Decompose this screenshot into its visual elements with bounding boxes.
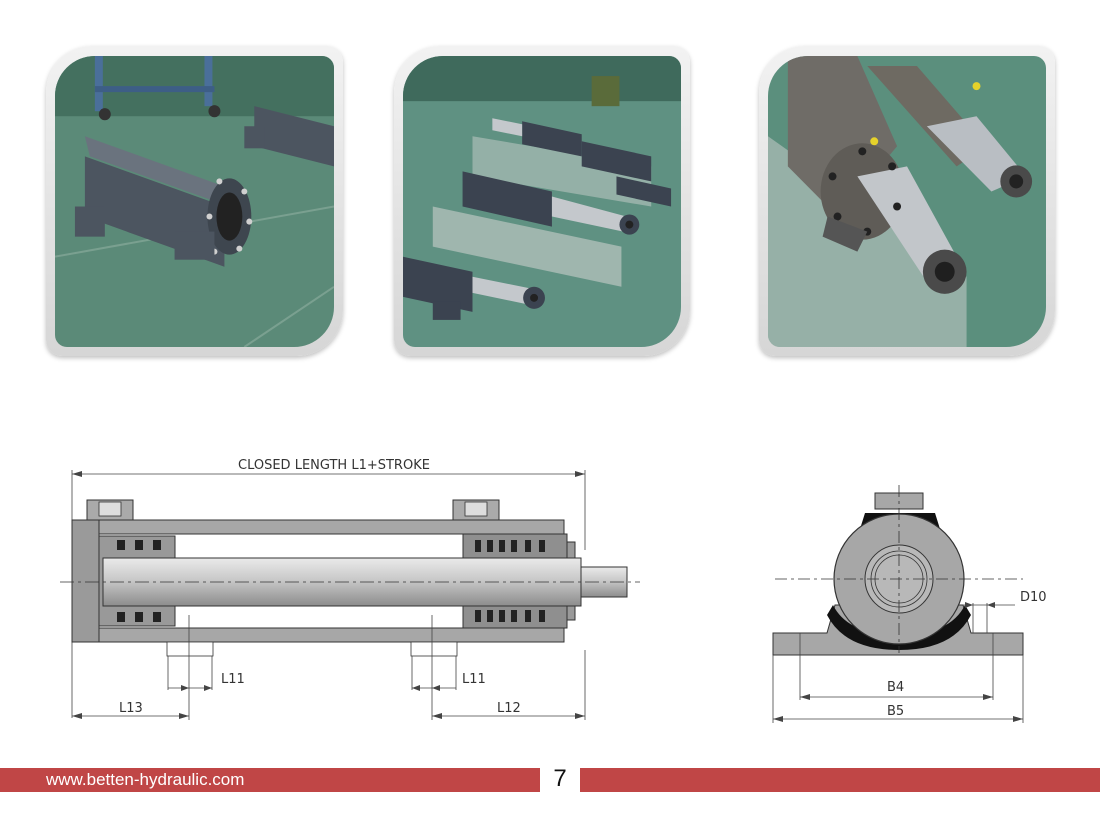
l12-label: L12 bbox=[497, 701, 521, 716]
cylinder-photo-2 bbox=[403, 56, 681, 347]
cylinder-side-section-drawing: CLOSED LENGTH L1+STROKE bbox=[55, 450, 645, 730]
cylinder-section-diagram-icon: CLOSED LENGTH L1+STROKE bbox=[60, 458, 640, 720]
hydraulic-cylinder-photo-3-icon bbox=[768, 56, 1046, 347]
photo-frame-3 bbox=[759, 46, 1055, 356]
photo-frame-2 bbox=[394, 46, 690, 356]
footer-website-link[interactable]: www.betten-hydraulic.com bbox=[46, 770, 245, 789]
cylinder-end-view-drawing: D10 B4 B5 bbox=[765, 485, 1055, 730]
cylinder-end-view-diagram-icon: D10 B4 B5 bbox=[772, 485, 1047, 723]
hydraulic-cylinder-photo-2-icon bbox=[403, 56, 681, 347]
l13-label: L13 bbox=[119, 701, 143, 716]
b4-label: B4 bbox=[887, 680, 904, 695]
b5-label: B5 bbox=[887, 704, 904, 719]
cylinder-photo-1 bbox=[55, 56, 334, 347]
footer-bar-left bbox=[0, 768, 540, 792]
l11-left-label: L11 bbox=[221, 672, 245, 687]
footer-bar-right bbox=[580, 768, 1100, 792]
hydraulic-cylinder-photo-1-icon bbox=[55, 56, 334, 347]
closed-length-label: CLOSED LENGTH L1+STROKE bbox=[238, 458, 430, 473]
page-number: 7 bbox=[553, 765, 567, 792]
l11-right-label: L11 bbox=[462, 672, 486, 687]
cylinder-photo-3 bbox=[768, 56, 1046, 347]
d10-label: D10 bbox=[1020, 590, 1047, 605]
photo-frame-1 bbox=[46, 46, 343, 356]
